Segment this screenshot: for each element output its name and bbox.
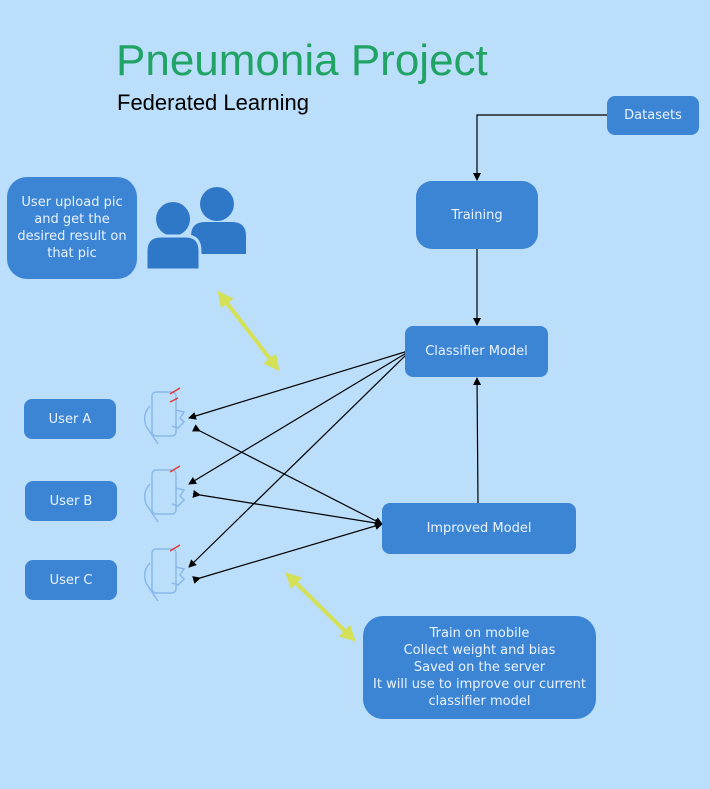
arrow-datasets-to-training	[473, 114, 607, 181]
user-a-node[interactable]: User A	[24, 399, 116, 439]
improved-model-node[interactable]: Improved Model	[382, 503, 576, 554]
users-icon	[144, 187, 246, 272]
double-arrow-mobile	[285, 572, 356, 642]
arrow-classifier-to-user-a	[188, 345, 416, 420]
user-c-node[interactable]: User C	[25, 560, 117, 600]
training-node[interactable]: Training	[416, 181, 538, 249]
phone-icon	[143, 465, 186, 523]
phone-icon	[143, 544, 186, 602]
upload-note-node: User upload pic and get the desired resu…	[7, 177, 137, 279]
datasets-node[interactable]: Datasets	[607, 96, 699, 135]
arrow-user-b-to-improved	[192, 489, 383, 527]
classifier-model-node[interactable]: Classifier Model	[405, 326, 548, 377]
arrow-improved-to-classifier	[473, 377, 482, 504]
mobile-training-note-node: Train on mobile Collect weight and bias …	[363, 616, 596, 719]
page-subtitle: Federated Learning	[117, 90, 310, 115]
arrow-user-c-to-improved	[192, 522, 383, 584]
user-b-node[interactable]: User B	[25, 481, 117, 521]
phone-icon	[143, 387, 186, 445]
arrow-classifier-to-user-b	[188, 351, 409, 485]
double-arrow-upload	[217, 290, 280, 372]
page-title: Pneumonia Project	[116, 36, 488, 85]
